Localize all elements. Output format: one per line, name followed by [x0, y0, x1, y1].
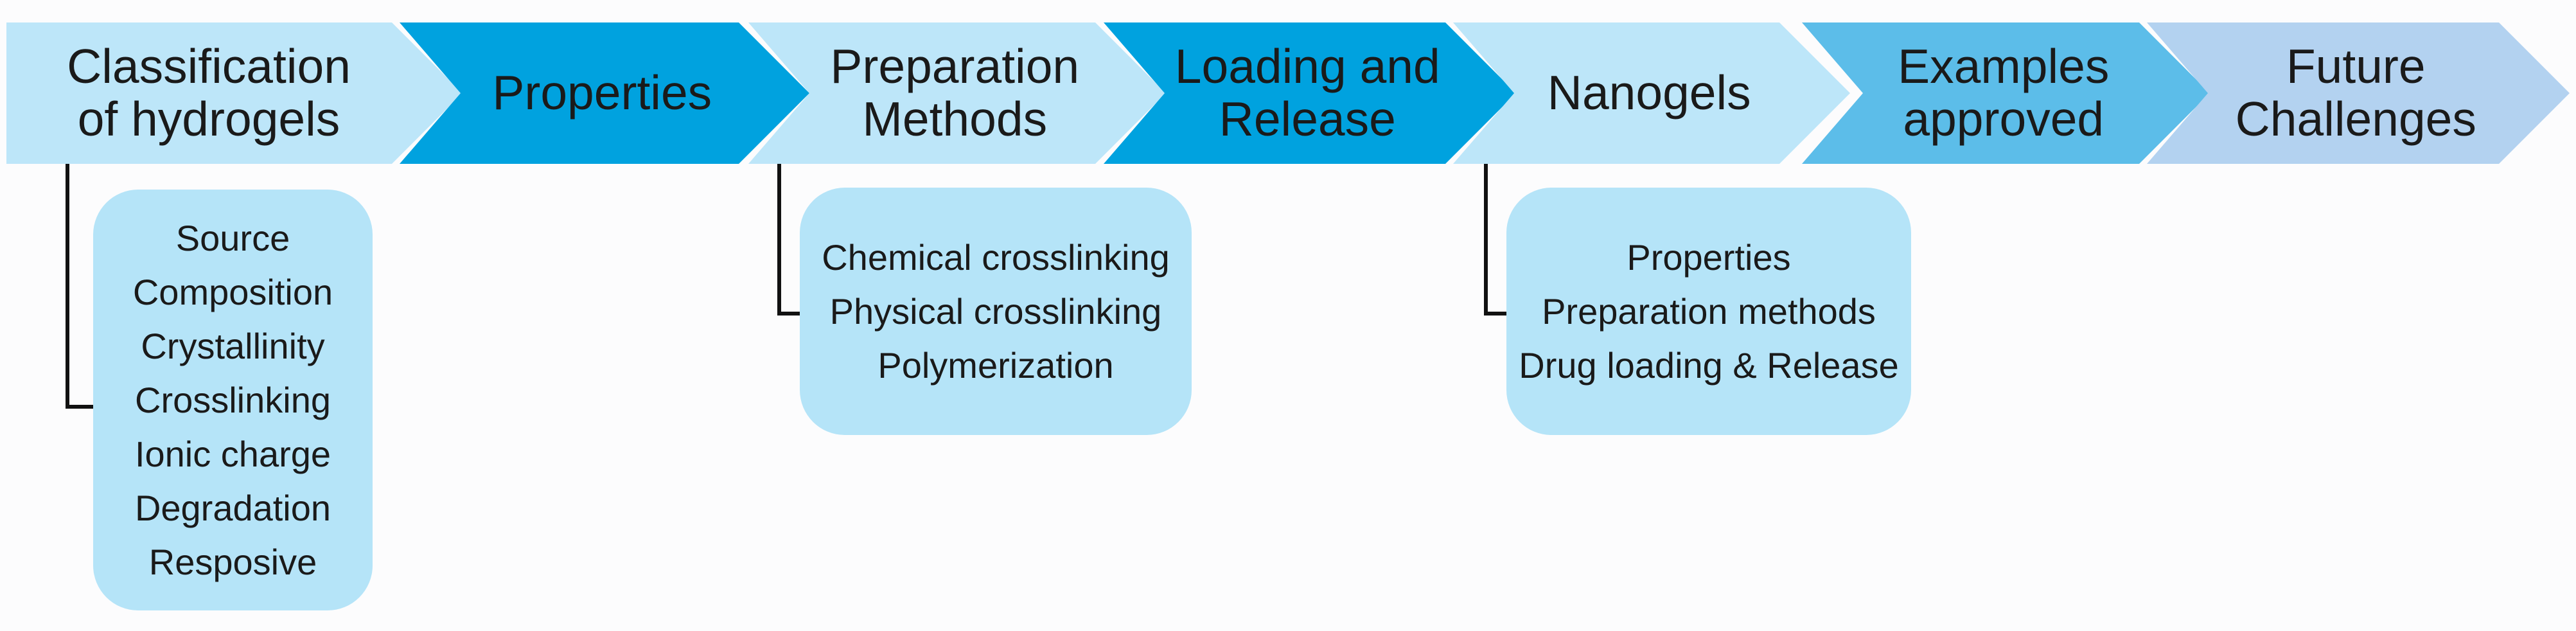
step-label-preparation: Preparation: [830, 39, 1079, 93]
step-label-future-challenges: Future: [2286, 39, 2426, 93]
detail-item: Properties: [1627, 236, 1791, 278]
step-arrow-properties: [400, 22, 809, 164]
detail-item: Crosslinking: [135, 379, 331, 420]
detail-item: Crystallinity: [141, 325, 325, 366]
step-label-loading-release: Loading and: [1175, 39, 1440, 93]
step-arrow-loading-release: [1104, 22, 1516, 164]
detail-item: Polymerization: [878, 344, 1114, 386]
detail-item: Composition: [132, 271, 333, 312]
step-arrow-examples-approved: [1802, 22, 2210, 164]
step-label-classification: Classification: [67, 39, 351, 93]
step-arrow-future-challenges: [2147, 22, 2570, 164]
step-label-future-challenges: Challenges: [2236, 92, 2476, 146]
detail-box-classification: Source Composition Crystallinity Crossli…: [93, 190, 373, 610]
step-label-classification: of hydrogels: [78, 92, 340, 146]
step-label-examples-approved: Examples: [1898, 39, 2109, 93]
step-label-nanogels: Nanogels: [1548, 66, 1751, 120]
step-label-examples-approved: approved: [1903, 92, 2104, 146]
detail-item: Chemical crosslinking: [822, 236, 1170, 278]
detail-box-preparation: Chemical crosslinking Physical crosslink…: [800, 188, 1192, 435]
step-arrow-classification: [6, 22, 463, 164]
detail-item: Ionic charge: [134, 433, 331, 474]
detail-item: Physical crosslinking: [829, 290, 1162, 332]
detail-item: Preparation methods: [1542, 290, 1876, 332]
step-label-properties: Properties: [492, 66, 712, 120]
step-arrow-preparation: [748, 22, 1166, 164]
step-label-preparation: Methods: [862, 92, 1047, 146]
detail-item: Resposive: [148, 541, 317, 582]
detail-item: Source: [175, 217, 290, 258]
detail-box-nanogels: Properties Preparation methods Drug load…: [1506, 188, 1911, 435]
connector-classification: [66, 164, 119, 409]
detail-item: Degradation: [134, 487, 331, 528]
step-arrow-nanogels: [1453, 22, 1850, 164]
step-label-loading-release: Release: [1219, 92, 1396, 146]
detail-item: Drug loading & Release: [1519, 344, 1899, 386]
